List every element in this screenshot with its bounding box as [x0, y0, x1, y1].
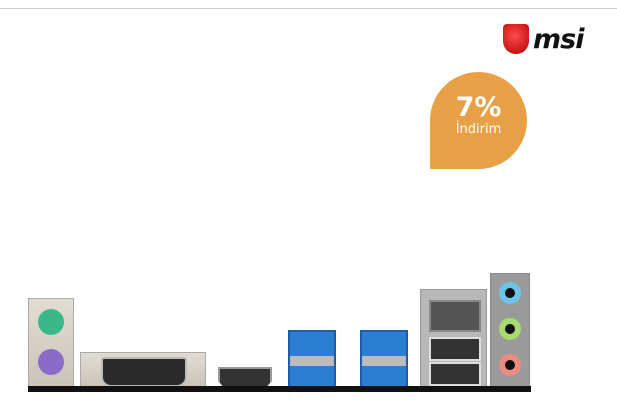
usb2-port: [429, 362, 481, 386]
divider: [0, 8, 617, 9]
ps2-keyboard-port: [38, 309, 64, 335]
lan-usb-ports: [420, 289, 487, 388]
ps2-mouse-port: [38, 349, 64, 375]
dvi-port: [80, 352, 206, 388]
usb3-port-pair: [288, 330, 336, 390]
ethernet-port: [429, 300, 481, 332]
msi-dragon-shield-icon: [503, 24, 529, 54]
ps2-ports: [28, 298, 74, 388]
io-shield-base: [28, 386, 531, 392]
line-out-jack: [499, 318, 521, 340]
discount-percent: 7%: [455, 92, 502, 123]
brand-logo: msi: [503, 24, 609, 58]
brand-name: msi: [533, 24, 584, 55]
usb3-port-pair: [360, 330, 408, 390]
mic-jack: [499, 354, 521, 376]
discount-label: İndirim: [455, 122, 502, 137]
discount-badge: 7% İndirim: [430, 72, 527, 169]
audio-jacks: [490, 273, 530, 388]
usb2-port: [429, 337, 481, 361]
line-in-jack: [499, 282, 521, 304]
